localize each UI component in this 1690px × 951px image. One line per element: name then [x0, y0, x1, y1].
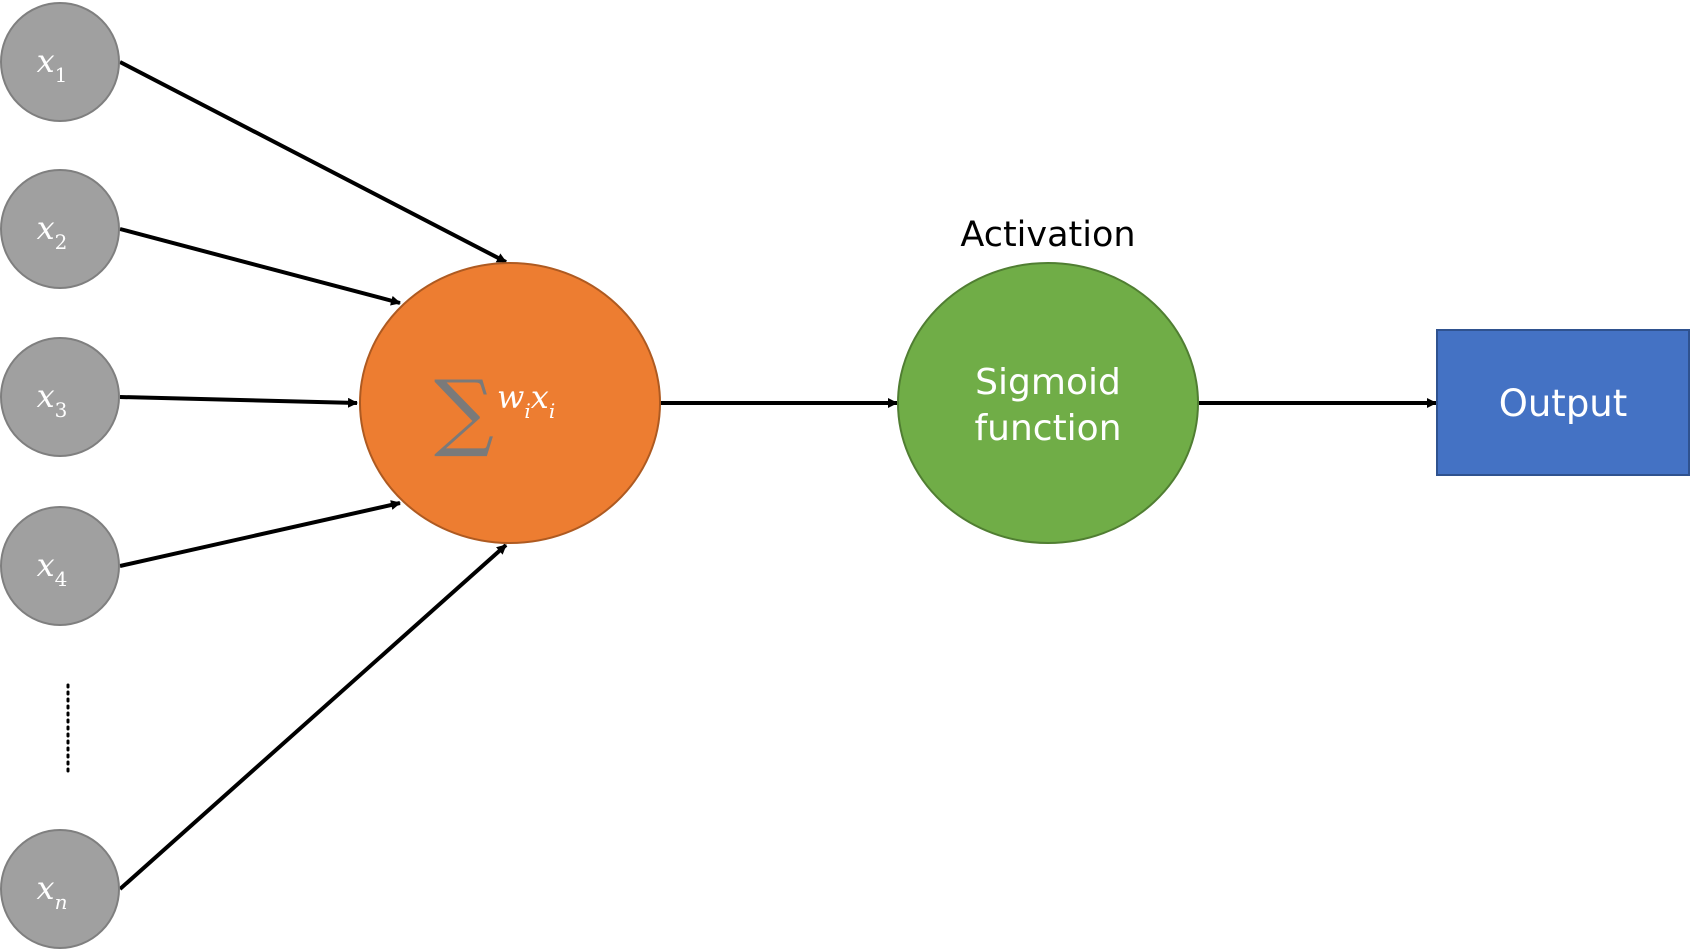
input-label: x3: [37, 377, 68, 422]
activation-title: Activation: [960, 215, 1135, 255]
input-var: x: [37, 869, 55, 907]
input-sub: 4: [55, 567, 68, 591]
input-label: xn: [37, 869, 68, 914]
arrow-x3-to-sum: [119, 395, 358, 408]
weight-sub: i: [524, 399, 530, 423]
input-circle: [0, 169, 120, 289]
input-var: x: [37, 209, 55, 247]
output-box: [1436, 329, 1690, 476]
summation-formula: wixi: [497, 378, 555, 423]
output-label: Output: [1499, 382, 1628, 425]
activation-ellipse: [897, 262, 1199, 544]
input-node-4: x4: [0, 506, 120, 626]
input-circle: [0, 337, 120, 457]
input-var: x: [37, 546, 55, 584]
weight-var: w: [497, 378, 524, 416]
arrow-x1-to-sum: [119, 60, 507, 264]
input-sub: i: [549, 399, 555, 423]
input-label: x1: [37, 42, 68, 87]
input-node-3: x3: [0, 337, 120, 457]
input-sub: 2: [55, 230, 68, 254]
activation-node: Sigmoid function: [897, 262, 1199, 544]
input-circle: [0, 829, 120, 949]
summation-ellipse: [359, 262, 661, 544]
input-sub: 1: [55, 63, 68, 87]
input-node-1: x1: [0, 2, 120, 122]
input-var: x: [37, 377, 55, 415]
input-node-n: xn: [0, 829, 120, 949]
output-node: Output: [1436, 329, 1690, 476]
input-var: x: [531, 378, 549, 416]
input-node-2: x2: [0, 169, 120, 289]
input-circle: [0, 506, 120, 626]
input-circle: [0, 2, 120, 122]
activation-line-2: function: [974, 408, 1121, 449]
arrow-x2-to-sum: [119, 227, 401, 306]
input-label: x4: [37, 546, 68, 591]
input-var: x: [37, 42, 55, 80]
input-label: x2: [37, 209, 68, 254]
arrow-x4-to-sum: [119, 500, 401, 568]
input-arrows: [118, 60, 508, 891]
input-sub: n: [55, 890, 68, 914]
summation-node: ∑ wixi: [359, 262, 661, 544]
input-sub: 3: [55, 398, 68, 422]
summation-symbol: ∑: [434, 362, 494, 460]
activation-line-1: Sigmoid: [975, 362, 1121, 403]
arrow-xn-to-sum: [118, 543, 508, 891]
